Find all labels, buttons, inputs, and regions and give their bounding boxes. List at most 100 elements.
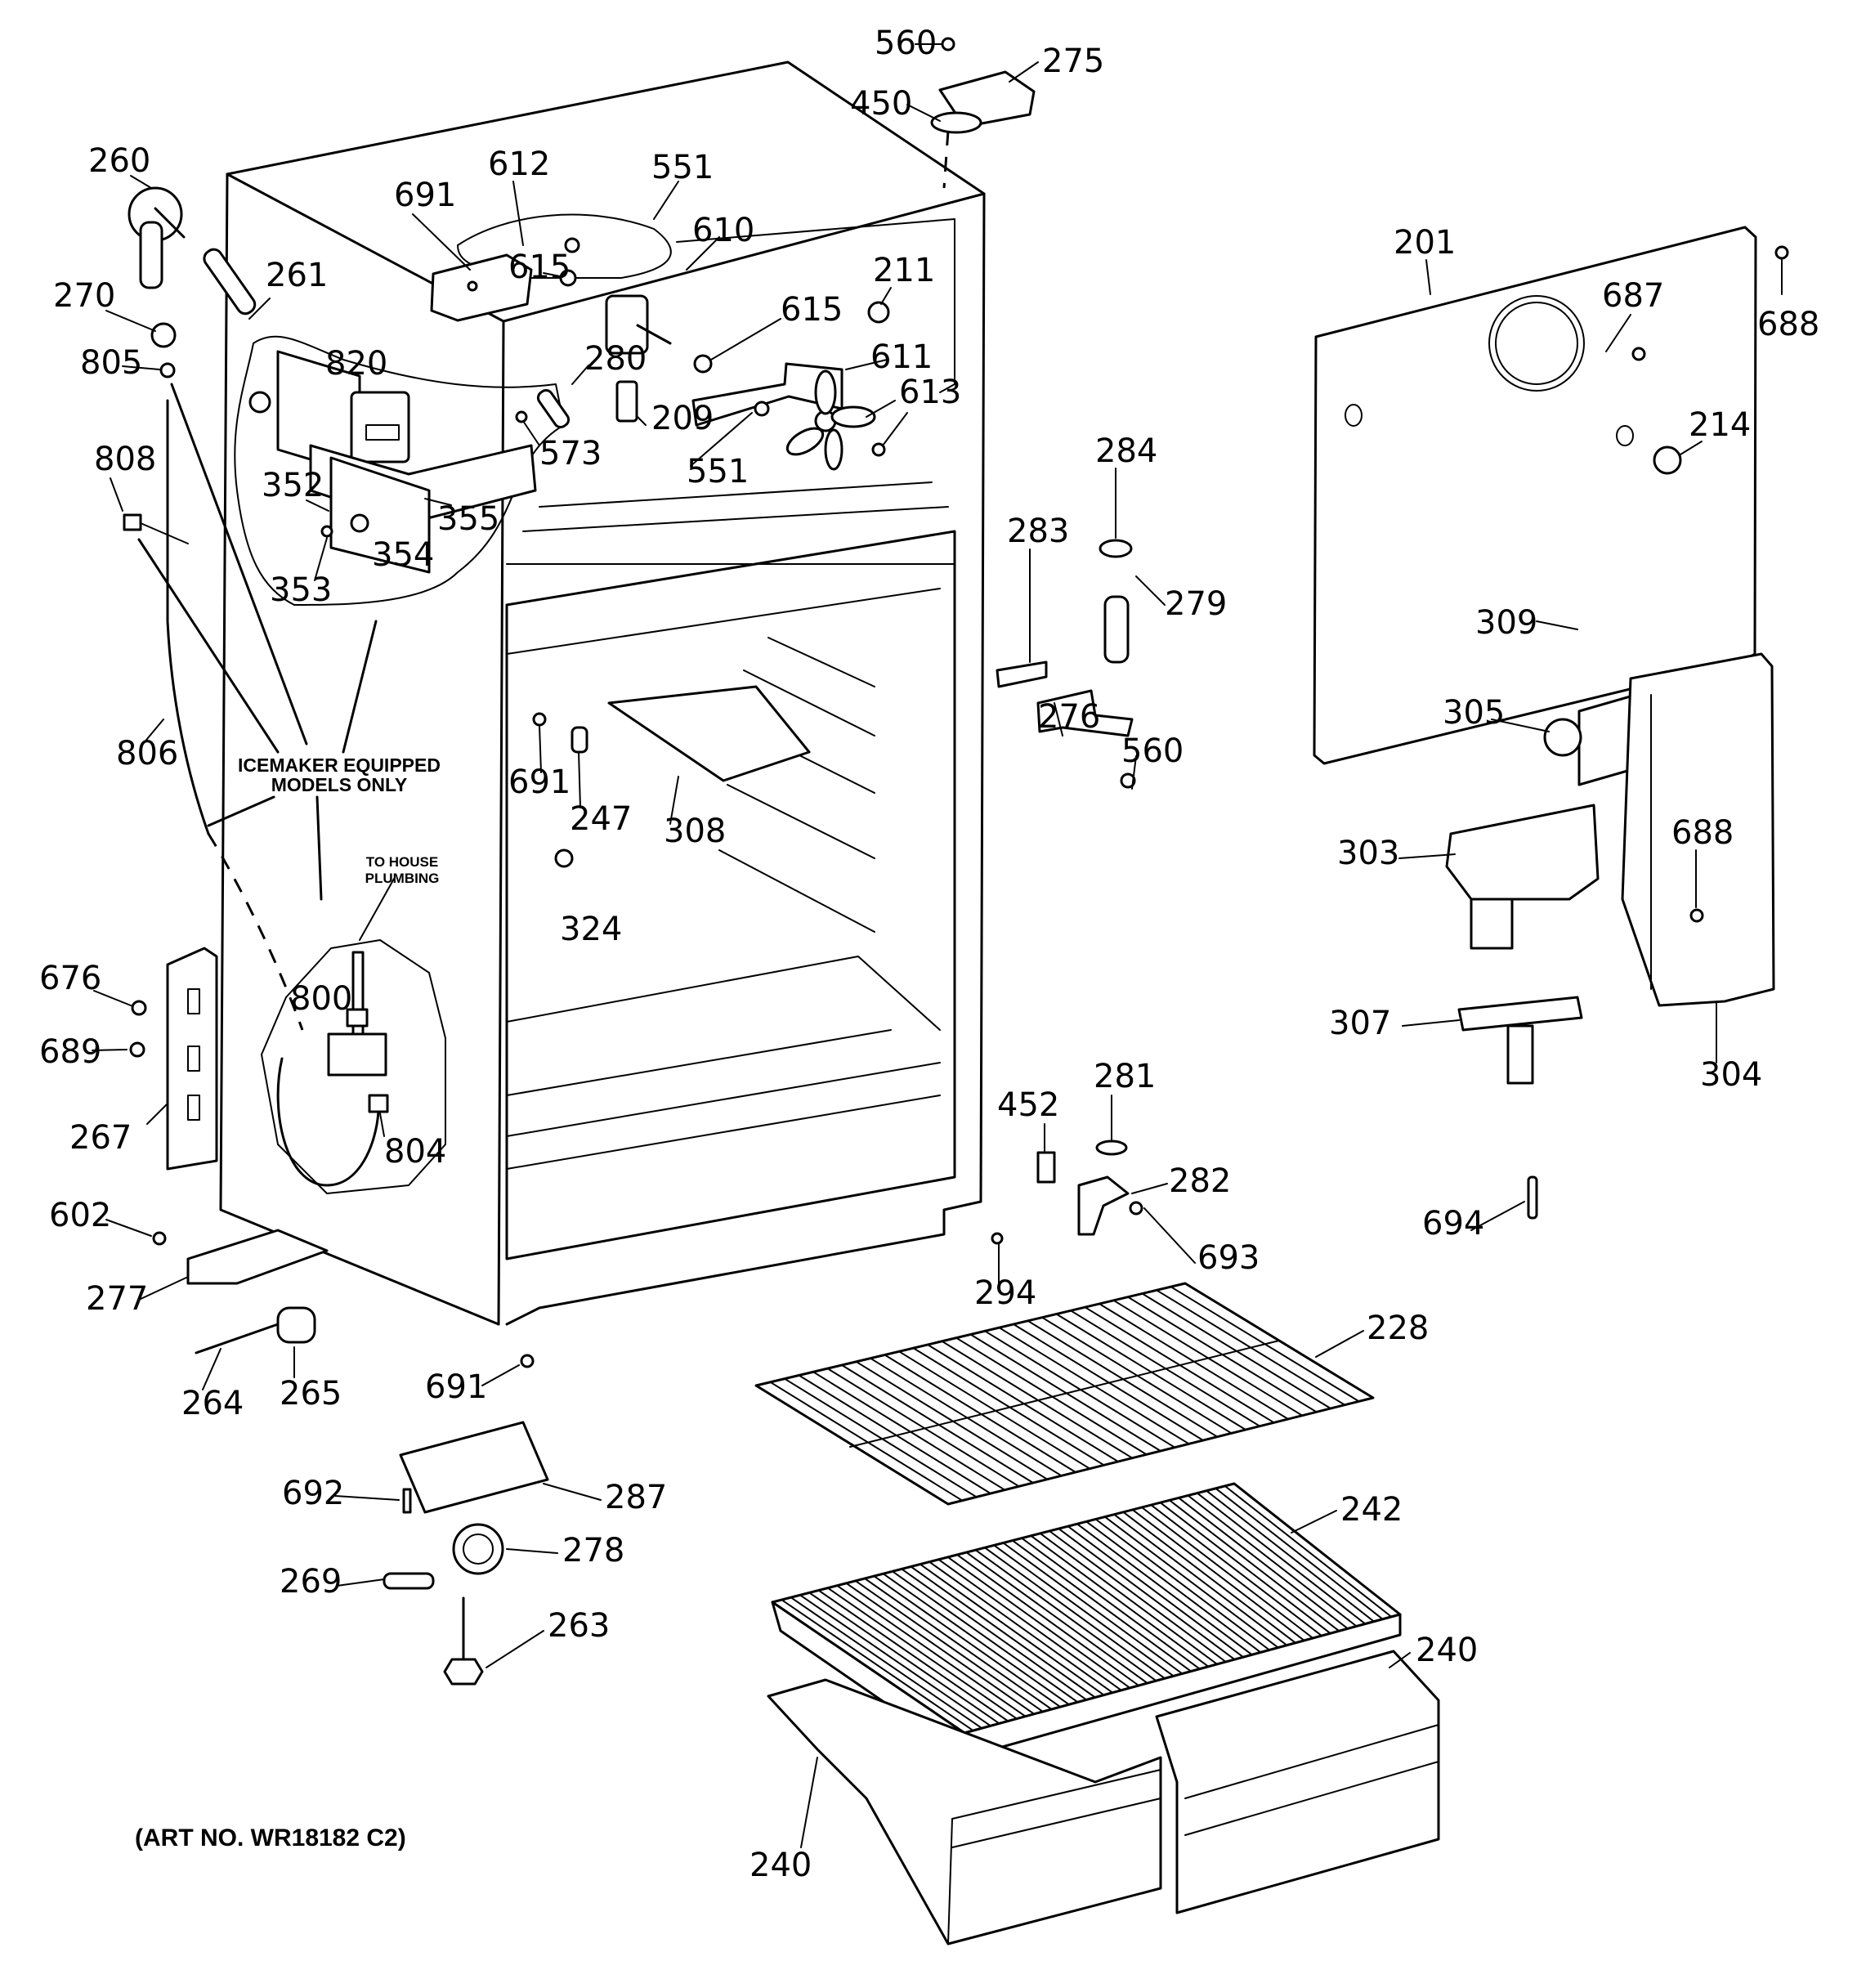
hatch-line [984,1330,1176,1448]
callout-560a: 560 [875,25,937,62]
hatch-line [653,181,679,220]
thermostat-209 [615,380,638,423]
bracket-612 [430,253,533,322]
hatch-line [1135,575,1166,606]
callout-450: 450 [850,85,912,123]
hatch-line [105,310,156,332]
hatch-line [130,175,152,189]
hatch-line [1011,1539,1193,1672]
hatch-line [836,1584,1027,1717]
hatch-line [1113,1513,1288,1646]
leader-lines [92,43,1783,1848]
callout-693: 693 [1197,1239,1260,1277]
shim-450 [930,111,982,134]
screw-573 [515,410,528,423]
callout-612: 612 [488,146,550,183]
hatch-line [817,1589,1009,1722]
hatch-line [1425,259,1431,295]
hatch-line [1027,1319,1219,1438]
bracket-307-stem [1506,1024,1534,1085]
hatch-line [306,499,329,512]
cabinet [219,60,986,1326]
callout-353: 353 [270,571,332,609]
callout-805: 805 [80,344,142,382]
callout-551b: 551 [687,453,749,490]
callout-261: 261 [266,257,328,294]
hatch-line [122,365,160,370]
hatch-line [1131,755,1137,790]
hatch-line [1070,1310,1261,1427]
callout-308: 308 [664,813,726,850]
callout-263: 263 [548,1607,610,1645]
grommet-270 [150,322,177,348]
plumbing-note-line1: TO HOUSE [366,854,438,870]
hatch-line [1224,1484,1393,1618]
icemaker-note-line1: ICEMAKER EQUIPPED [238,754,441,776]
hatch-line [891,1570,1079,1704]
screw-688b [1689,908,1704,923]
hatch-line [1389,1652,1411,1668]
callout-228: 228 [1367,1310,1429,1347]
callout-280: 280 [584,340,647,378]
fitting-804 [368,1094,389,1113]
callout-labels: 560 275 450 260 612 551 691 610 615 261 … [39,25,1819,1884]
callout-452: 452 [997,1086,1059,1124]
hatch-line [790,1596,983,1730]
hatch-line [880,287,892,305]
plate-287 [399,1421,549,1514]
hatch-line [1315,1330,1364,1358]
screw-691 [467,280,478,292]
pin-269 [383,1572,435,1590]
callout-309: 309 [1475,604,1537,642]
callout-240a: 240 [750,1847,812,1884]
hatch-line [1054,702,1063,737]
hatch-line [855,1360,1049,1480]
hatch-line [1156,1289,1346,1406]
hatch-line [336,1578,385,1587]
hatch-line [812,1371,1006,1491]
hatch-line [910,1565,1096,1699]
plumbing-note-line2: PLUMBING [365,871,440,886]
water-valve-800 [276,951,389,1187]
callout-354: 354 [372,536,434,574]
callout-209: 209 [651,400,714,437]
hatch-line [481,1364,520,1386]
hatch-line [1187,1494,1358,1628]
clamp-805 [159,362,176,378]
plumbing-cutaway [207,833,446,1194]
callout-689: 689 [39,1033,101,1071]
housing-304 [1621,652,1775,1007]
hatch-line [506,1548,558,1554]
callout-303: 303 [1337,835,1399,872]
hatch-line [1041,1316,1233,1435]
hatch-line [105,1219,152,1237]
screw-692 [402,1488,412,1514]
callout-352: 352 [262,467,324,504]
hatch-line [1680,441,1703,455]
callout-276: 276 [1038,698,1100,736]
hatch-line [1009,61,1039,83]
hatch-line [974,1549,1157,1682]
icemaker-note-line2: MODELS ONLY [271,774,408,795]
hatch-line [424,498,452,506]
grommet-615b [693,354,713,374]
callout-287: 287 [605,1479,667,1516]
hatch-line [110,477,123,512]
knob-305 [1543,718,1582,757]
hatch-line [571,365,589,385]
screw-353 [320,525,333,538]
hatch-line [826,1368,1020,1488]
callout-283: 283 [1007,513,1069,550]
screw-354 [350,513,369,533]
hatch-line [845,1582,1036,1715]
hatch-line [1067,1525,1245,1659]
callout-694: 694 [1422,1205,1484,1242]
bracket-303-stem [1470,898,1514,950]
hatch-line [870,1357,1063,1477]
callout-688b: 688 [1671,814,1734,852]
part-280 [536,389,571,428]
callout-265: 265 [280,1375,342,1413]
hatch-line [637,416,647,426]
hatch-line [1470,1201,1525,1231]
freezer-components [430,237,890,471]
